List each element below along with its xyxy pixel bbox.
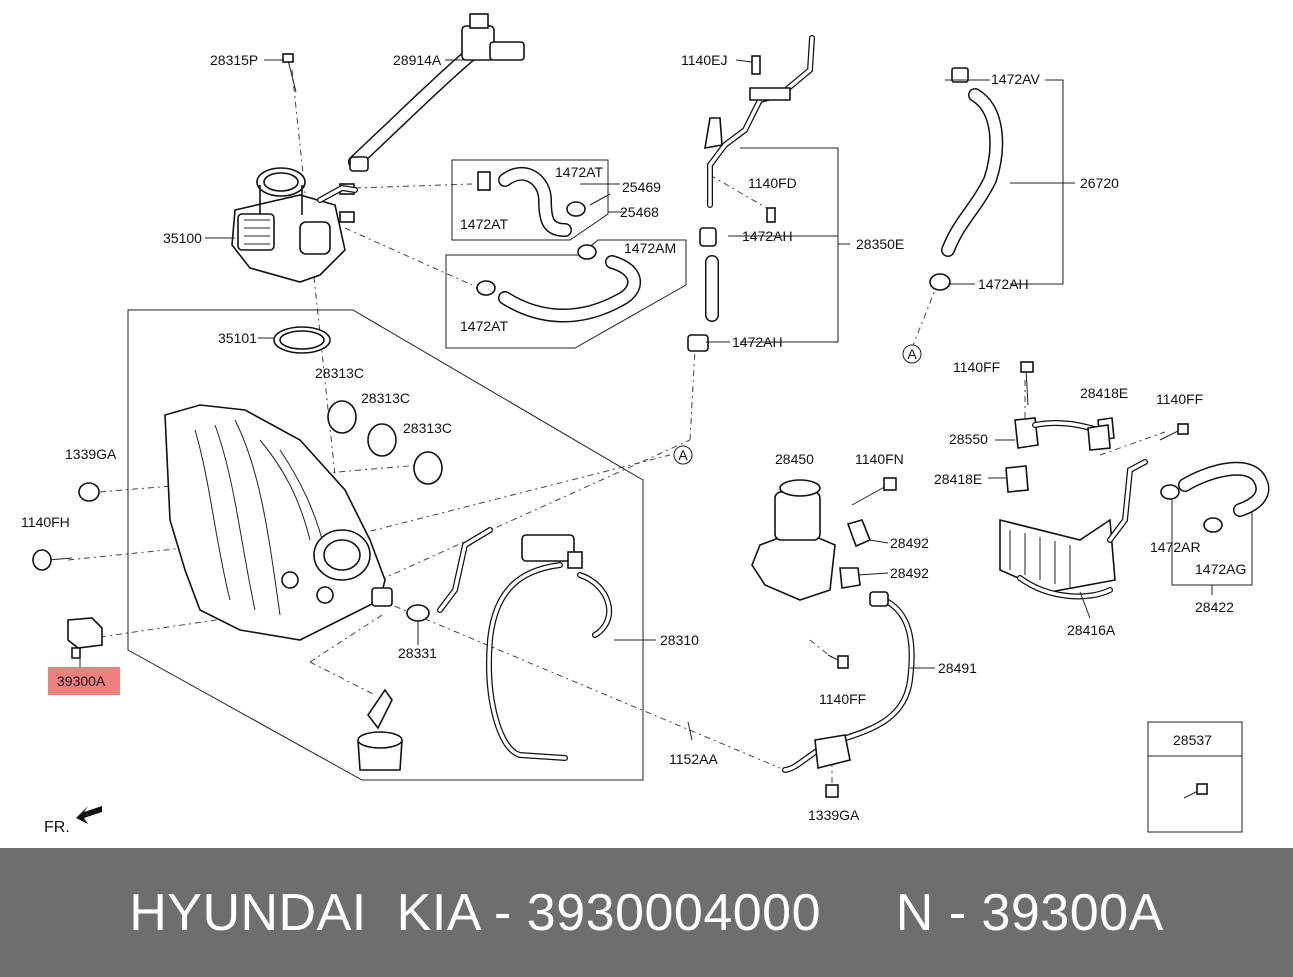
label-28416a: 28416A: [1067, 622, 1116, 638]
egr-pipe-28491: [782, 591, 915, 773]
label-28492: 28492: [890, 565, 929, 581]
bolt-1140ff-lower: [827, 654, 849, 669]
label-28310: 28310: [660, 632, 699, 648]
gaskets-28313c: [327, 400, 443, 485]
map-sensor-39300a: [67, 617, 103, 659]
short-hose: [317, 184, 358, 203]
throttle-body-35100: [231, 167, 355, 283]
label-35101: 35101: [218, 330, 257, 346]
label-28491: 28491: [938, 660, 977, 676]
front-arrow-icon: [76, 806, 102, 824]
bolt-1140fh: [32, 549, 73, 571]
label-1472ar: 1472AR: [1150, 539, 1201, 555]
bolt-1140ff-upper: [1020, 361, 1034, 406]
pcv-valve: [357, 688, 403, 771]
label-1472at: 1472AT: [460, 318, 508, 334]
label-1472ag: 1472AG: [1195, 561, 1246, 577]
label-1339ga: 1339GA: [808, 807, 860, 823]
label-28313c: 28313C: [315, 365, 364, 381]
label-1140ff: 1140FF: [819, 691, 866, 707]
hose-25469-box: [451, 159, 609, 241]
stud-1152aa: [687, 721, 693, 741]
label-1472ah: 1472AH: [978, 276, 1029, 292]
bracket-lines: [740, 79, 1253, 595]
bolt-1140fn: [851, 477, 897, 506]
gasket-28418e-upper: [1087, 424, 1111, 451]
label-28418e: 28418E: [934, 471, 982, 487]
hose-26720: [929, 67, 1004, 291]
label-39300a: 39300A: [57, 673, 106, 689]
label-1472am: 1472AM: [624, 240, 676, 256]
part-labels: 28315P 28914A 1140EJ 1472AV 1472AT 25469…: [21, 52, 1246, 836]
label-1140ff: 1140FF: [953, 359, 1000, 375]
gaskets-28492: [839, 519, 872, 589]
front-label: FR.: [44, 819, 70, 836]
part-28537-box: [1147, 721, 1243, 833]
label-28418e: 28418E: [1080, 385, 1128, 401]
label-25468: 25468: [620, 204, 659, 220]
bolt-28315p: [282, 53, 297, 93]
label-1472av: 1472AV: [991, 71, 1040, 87]
hose-25469: [477, 167, 586, 237]
label-1472at: 1472AT: [555, 164, 603, 180]
bolt-1140ff-right: [1159, 423, 1189, 441]
highlight-39300a: [48, 667, 120, 695]
part-number-text: HYUNDAI KIA - 3930004000 N - 39300A: [129, 883, 1164, 942]
label-1140ej: 1140EJ: [681, 52, 727, 68]
label-leaders: [79, 59, 1091, 669]
label-28537: 28537: [1173, 732, 1212, 748]
part-number-banner: HYUNDAI KIA - 3930004000 N - 39300A: [0, 848, 1293, 977]
nut-1339ga: [78, 482, 100, 502]
label-28313c: 28313C: [361, 390, 410, 406]
intake-manifold-box: [127, 309, 644, 781]
label-28914a: 28914A: [393, 52, 442, 68]
ref-circle-a-2: A: [673, 445, 693, 465]
gasket-28418e-lower: [1005, 465, 1029, 493]
pipe-28350e: [687, 35, 815, 352]
label-28315p: 28315P: [210, 52, 258, 68]
label-28550: 28550: [949, 431, 988, 447]
label-35100: 35100: [163, 230, 202, 246]
hose-25468: [476, 244, 642, 323]
nut-1339ga-lower: [825, 784, 839, 798]
clamp-28331: [406, 604, 430, 622]
hose-28310: [437, 527, 613, 761]
egr-valve-28450: [751, 479, 836, 601]
label-28313c: 28313C: [403, 420, 452, 436]
gasket-35101: [273, 326, 331, 354]
label-26720: 26720: [1080, 175, 1119, 191]
label-1339ga: 1339GA: [65, 446, 117, 462]
ref-a-label: A: [678, 447, 688, 463]
label-28422: 28422: [1195, 599, 1234, 615]
hose-28914a: [348, 13, 525, 172]
ref-a-label: A: [907, 346, 917, 362]
label-1140ff: 1140FF: [1156, 391, 1203, 407]
label-1472ah: 1472AH: [732, 334, 783, 350]
label-1140fn: 1140FN: [855, 451, 904, 467]
hose-28422: [1160, 461, 1270, 533]
egr-cooler-28416a: [999, 459, 1148, 600]
ref-circle-a-1: A: [902, 344, 922, 364]
label-28492: 28492: [890, 535, 929, 551]
label-1140fh: 1140FH: [21, 514, 70, 530]
label-1472ah: 1472AH: [742, 228, 793, 244]
label-1152aa: 1152AA: [669, 751, 718, 767]
screw-28537: [1183, 783, 1208, 799]
parts-diagram: A A 28315P 28914A 1140EJ 1472AV 1: [21, 13, 1270, 836]
intake-manifold: [164, 404, 393, 641]
label-1472at: 1472AT: [460, 216, 508, 232]
label-28331: 28331: [398, 645, 437, 661]
label-1140fd: 1140FD: [748, 175, 797, 191]
label-28350e: 28350E: [856, 236, 904, 252]
label-28450: 28450: [775, 451, 814, 467]
label-25469: 25469: [622, 179, 661, 195]
